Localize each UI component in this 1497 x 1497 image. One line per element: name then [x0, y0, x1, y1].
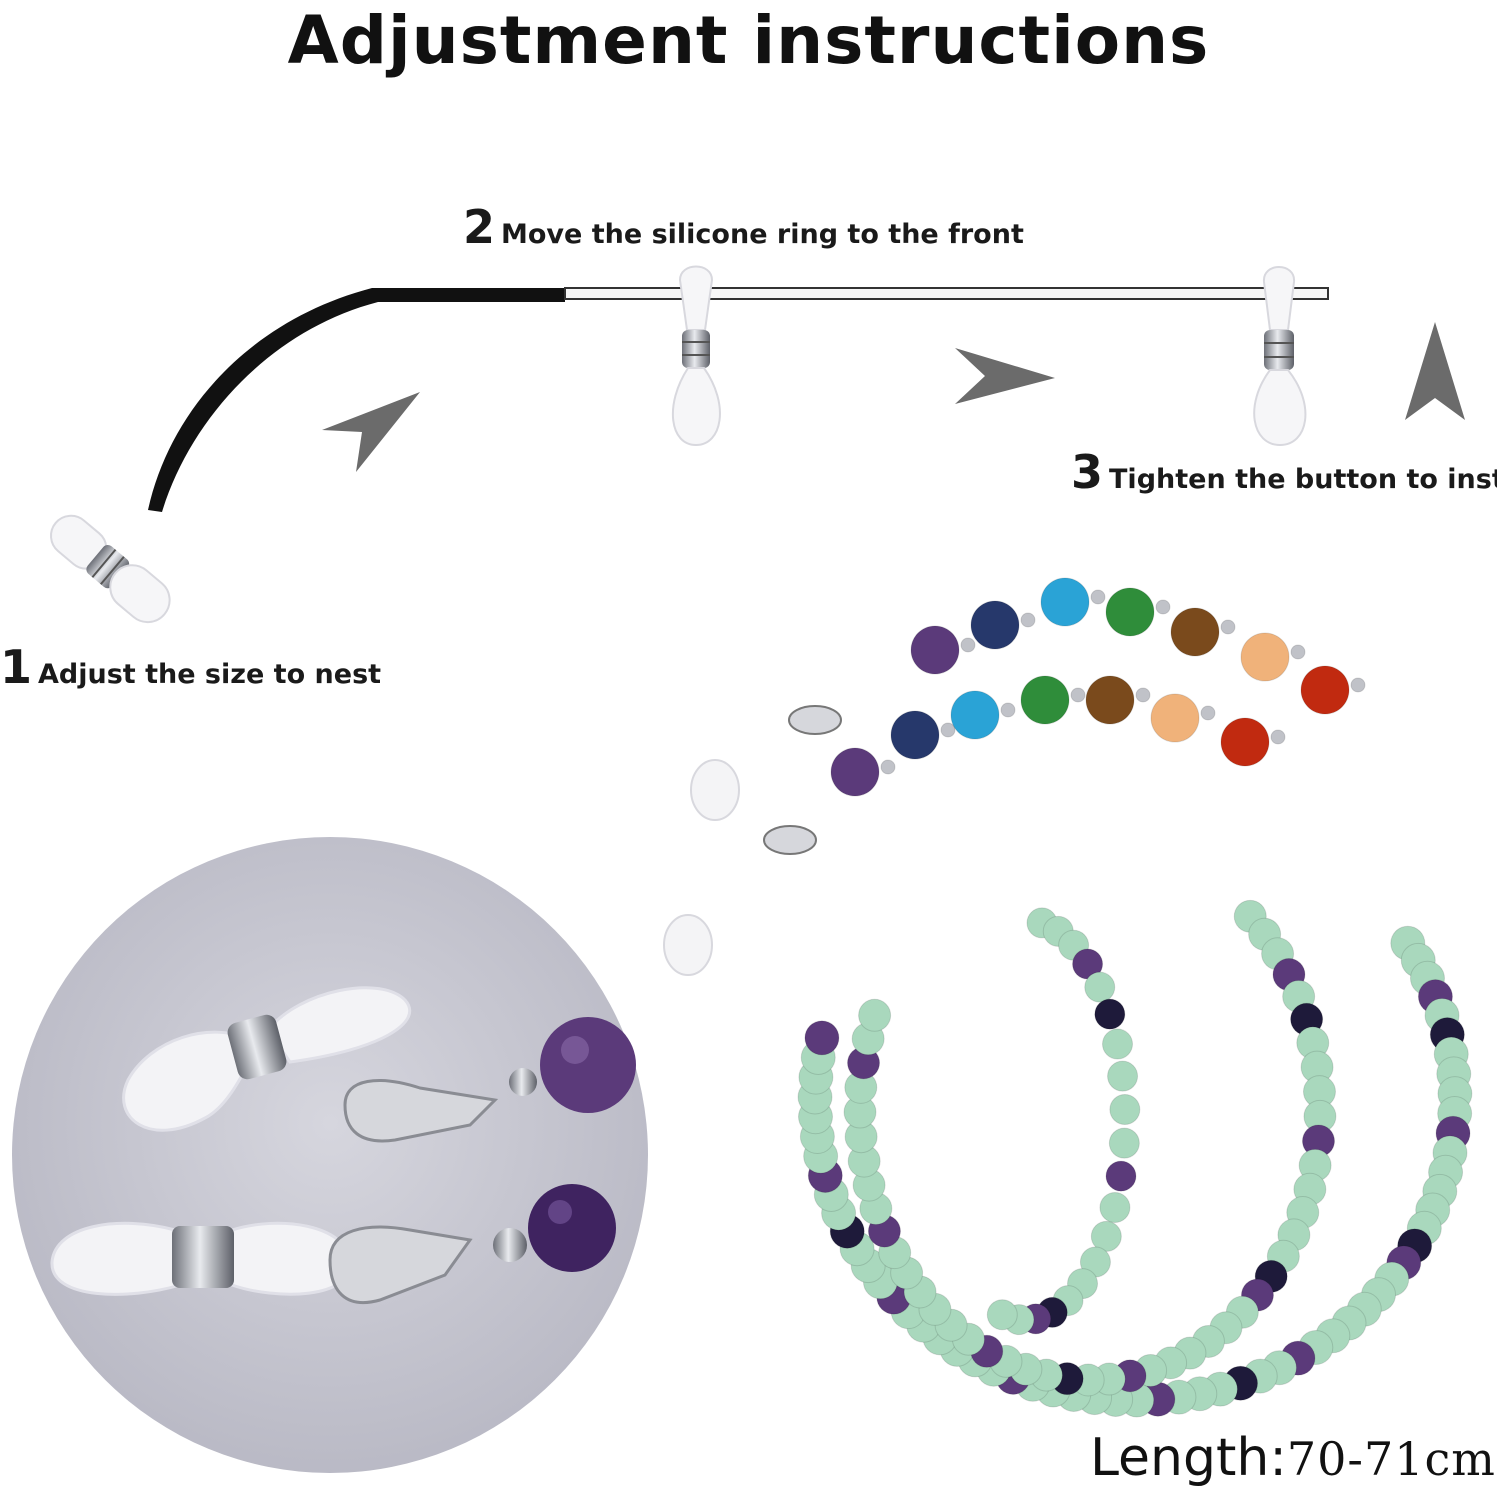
bead — [1270, 729, 1286, 745]
silicone-ring-icon — [663, 914, 713, 976]
bead — [910, 625, 960, 675]
bead — [1102, 1028, 1134, 1060]
bead — [1105, 587, 1155, 637]
bead — [1099, 1191, 1131, 1223]
length-separator: : — [1269, 1428, 1287, 1488]
lobster-clasp-icon — [343, 1017, 636, 1143]
bead — [1040, 577, 1090, 627]
silicone-ring-icon — [50, 1221, 352, 1296]
bead — [1200, 705, 1216, 721]
bead — [830, 747, 880, 797]
silicone-ring-icon — [49, 514, 171, 624]
bead — [1350, 677, 1366, 693]
closeup-photo — [12, 837, 648, 1473]
step-2-number: 2 — [463, 200, 496, 254]
arrow-icon — [322, 392, 420, 472]
bead — [1220, 717, 1270, 767]
bead — [1105, 1160, 1137, 1192]
bead — [960, 637, 976, 653]
bead — [1107, 1060, 1139, 1092]
beaded-chain-icon — [663, 577, 1473, 1418]
bead — [858, 998, 892, 1032]
bead — [1000, 702, 1016, 718]
bead — [1084, 971, 1116, 1003]
bead — [1020, 612, 1036, 628]
bead — [986, 1299, 1018, 1331]
bead — [1109, 1093, 1141, 1125]
bead — [1085, 675, 1135, 725]
bead — [950, 690, 1000, 740]
length-label: Length:70-71cm — [1090, 1428, 1496, 1488]
bead — [1155, 599, 1171, 615]
step-1-number: 1 — [0, 640, 33, 694]
step-2-text: Move the silicone ring to the front — [501, 219, 1024, 250]
glasses-temple-icon — [148, 287, 1329, 512]
bead — [940, 722, 956, 738]
lobster-clasp-icon — [763, 825, 817, 855]
lobster-clasp-icon — [328, 1184, 616, 1305]
bead — [1090, 589, 1106, 605]
length-value: 70-71cm — [1286, 1432, 1496, 1486]
bead — [1220, 619, 1236, 635]
bead — [1150, 693, 1200, 743]
step-3-number: 3 — [1071, 445, 1104, 499]
lobster-clasp-icon — [788, 705, 842, 735]
page-title: Adjustment instructions — [287, 2, 1210, 79]
bead — [890, 710, 940, 760]
bead — [1094, 998, 1126, 1030]
bead — [804, 1020, 840, 1056]
bead — [1290, 644, 1306, 660]
bead — [1240, 632, 1290, 682]
bead — [1070, 687, 1086, 703]
bead — [1020, 675, 1070, 725]
step-3-text: Tighten the button to install — [1109, 464, 1497, 495]
silicone-ring-icon — [1253, 266, 1307, 447]
bead — [1170, 607, 1220, 657]
bead — [1135, 687, 1151, 703]
arrow-icon — [1405, 322, 1465, 420]
silicone-ring-icon — [690, 759, 740, 821]
bead — [1090, 1220, 1122, 1252]
silicone-ring-icon — [122, 986, 412, 1132]
bead — [970, 600, 1020, 650]
length-word: Length — [1090, 1428, 1270, 1488]
silicone-ring-icon — [671, 265, 721, 447]
arrow-icon — [955, 348, 1055, 404]
bead — [1300, 665, 1350, 715]
step-1-text: Adjust the size to nest — [38, 659, 382, 690]
bead — [880, 759, 896, 775]
bead — [1108, 1127, 1140, 1159]
